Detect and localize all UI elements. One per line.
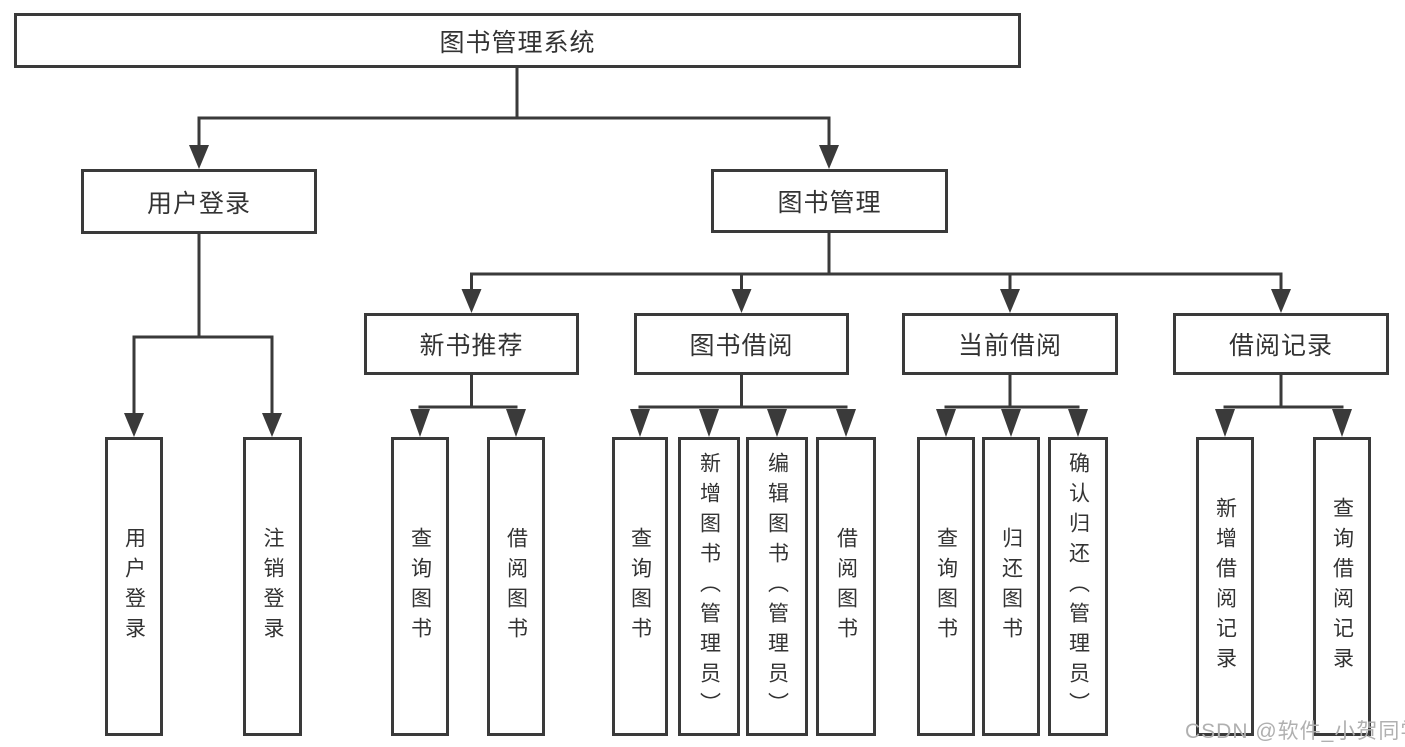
connector-book-management-split — [461, 233, 1291, 313]
leaf-query-borrow-record: 查询借阅记录 — [1313, 437, 1371, 736]
connector-user-login-split — [124, 234, 282, 437]
leaf-user-login: 用户登录 — [105, 437, 163, 736]
leaf-add-book-admin: 新增图书（管理员） — [678, 437, 740, 736]
node-library-management-system: 图书管理系统 — [14, 13, 1021, 68]
connector-current-borrow-split — [936, 375, 1088, 437]
node-borrowing-records: 借阅记录 — [1173, 313, 1389, 375]
connector-root-split — [189, 68, 839, 169]
node-new-book-recommendation: 新书推荐 — [364, 313, 579, 375]
connector-book-borrow-split — [630, 375, 856, 437]
node-book-borrowing: 图书借阅 — [634, 313, 849, 375]
leaf-query-books-borrowing: 查询图书 — [612, 437, 668, 736]
leaf-query-books-recommend: 查询图书 — [391, 437, 449, 736]
leaf-edit-book-admin: 编辑图书（管理员） — [746, 437, 808, 736]
node-book-management: 图书管理 — [711, 169, 948, 233]
connector-new-book-split — [410, 375, 526, 437]
leaf-borrow-books-borrowing: 借阅图书 — [816, 437, 876, 736]
leaf-confirm-return-admin: 确认归还（管理员） — [1048, 437, 1108, 736]
node-current-borrowing: 当前借阅 — [902, 313, 1118, 375]
leaf-borrow-books-recommend: 借阅图书 — [487, 437, 545, 736]
connector-borrow-records-split — [1215, 375, 1352, 437]
leaf-return-books: 归还图书 — [982, 437, 1040, 736]
csdn-watermark: CSDN @软件_小贺同学 — [1185, 720, 1405, 743]
node-user-login: 用户登录 — [81, 169, 317, 234]
leaf-logout: 注销登录 — [243, 437, 302, 736]
leaf-add-borrow-record: 新增借阅记录 — [1196, 437, 1254, 736]
leaf-query-books-current: 查询图书 — [917, 437, 975, 736]
